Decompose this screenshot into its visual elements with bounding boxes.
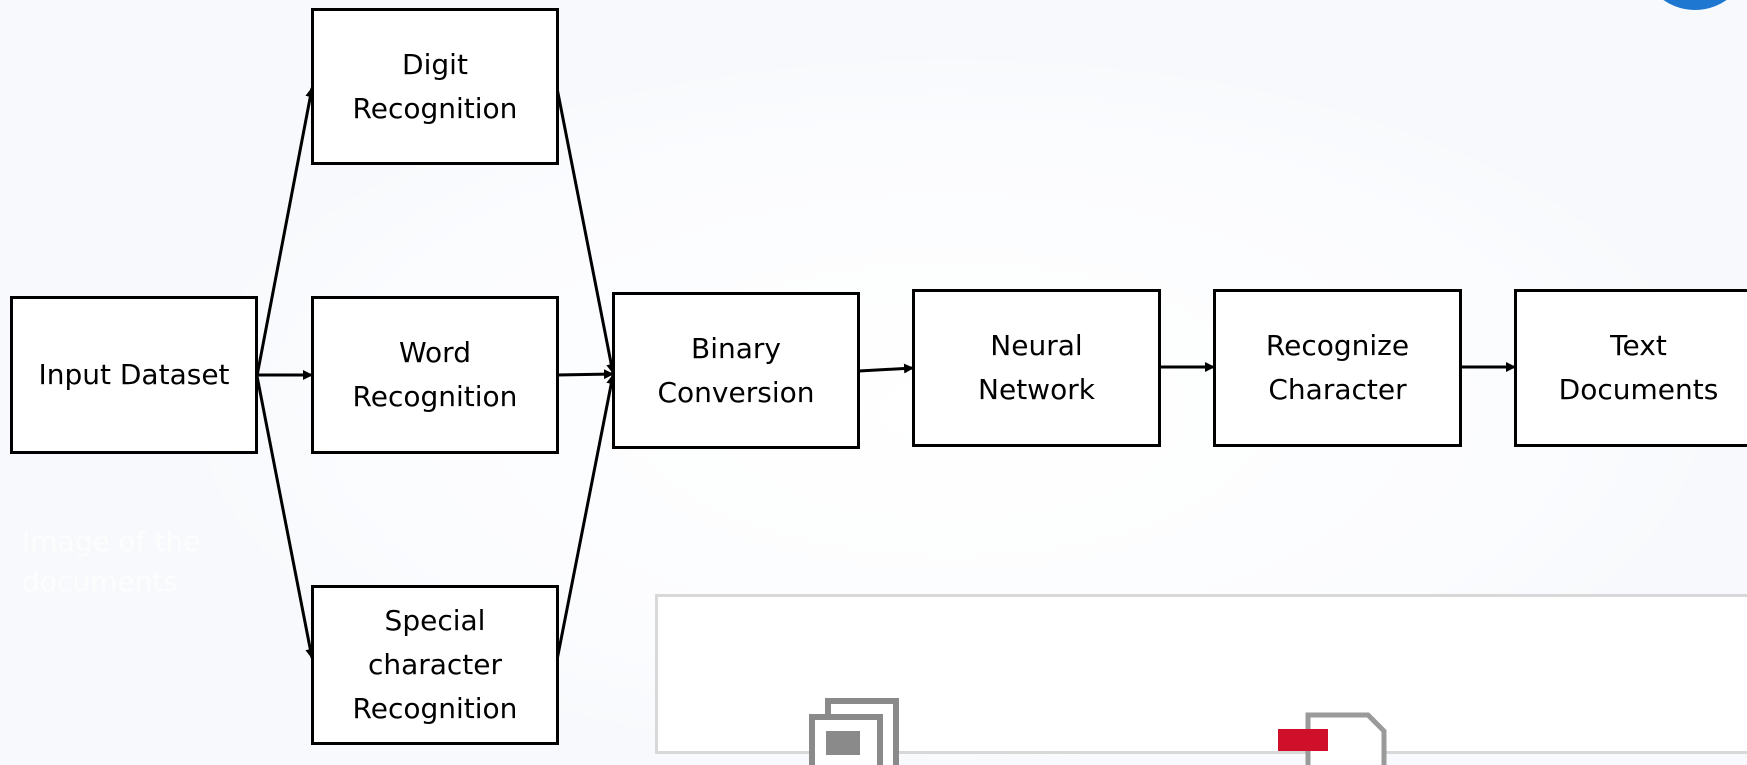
node-recognize-character: Recognize Character xyxy=(1213,289,1462,447)
node-input-dataset: Input Dataset xyxy=(10,296,258,454)
pdf-file-icon xyxy=(1278,712,1387,765)
node-text-documents: Text Documents xyxy=(1514,289,1747,447)
edge-special-binary xyxy=(555,374,617,661)
flow-arrows xyxy=(255,87,1516,661)
document-image-panel xyxy=(655,594,1747,765)
node-neural-network: Neural Network xyxy=(912,289,1161,447)
edge-input-digit xyxy=(255,87,316,377)
node-binary-conversion: Binary Conversion xyxy=(612,292,860,449)
edge-digit-binary xyxy=(555,87,617,374)
document-copy-icon xyxy=(809,698,899,765)
edge-input-special xyxy=(255,375,316,659)
slide-title-fragment xyxy=(640,0,1747,10)
node-digit-recognition: Digit Recognition xyxy=(311,8,559,165)
edge-word-binary xyxy=(556,369,614,380)
background-caption: Image of the documents xyxy=(22,525,201,598)
node-special-character-recognition: Special character Recognition xyxy=(311,585,559,745)
node-word-recognition: Word Recognition xyxy=(311,296,559,454)
edge-binary-neural xyxy=(858,363,914,374)
